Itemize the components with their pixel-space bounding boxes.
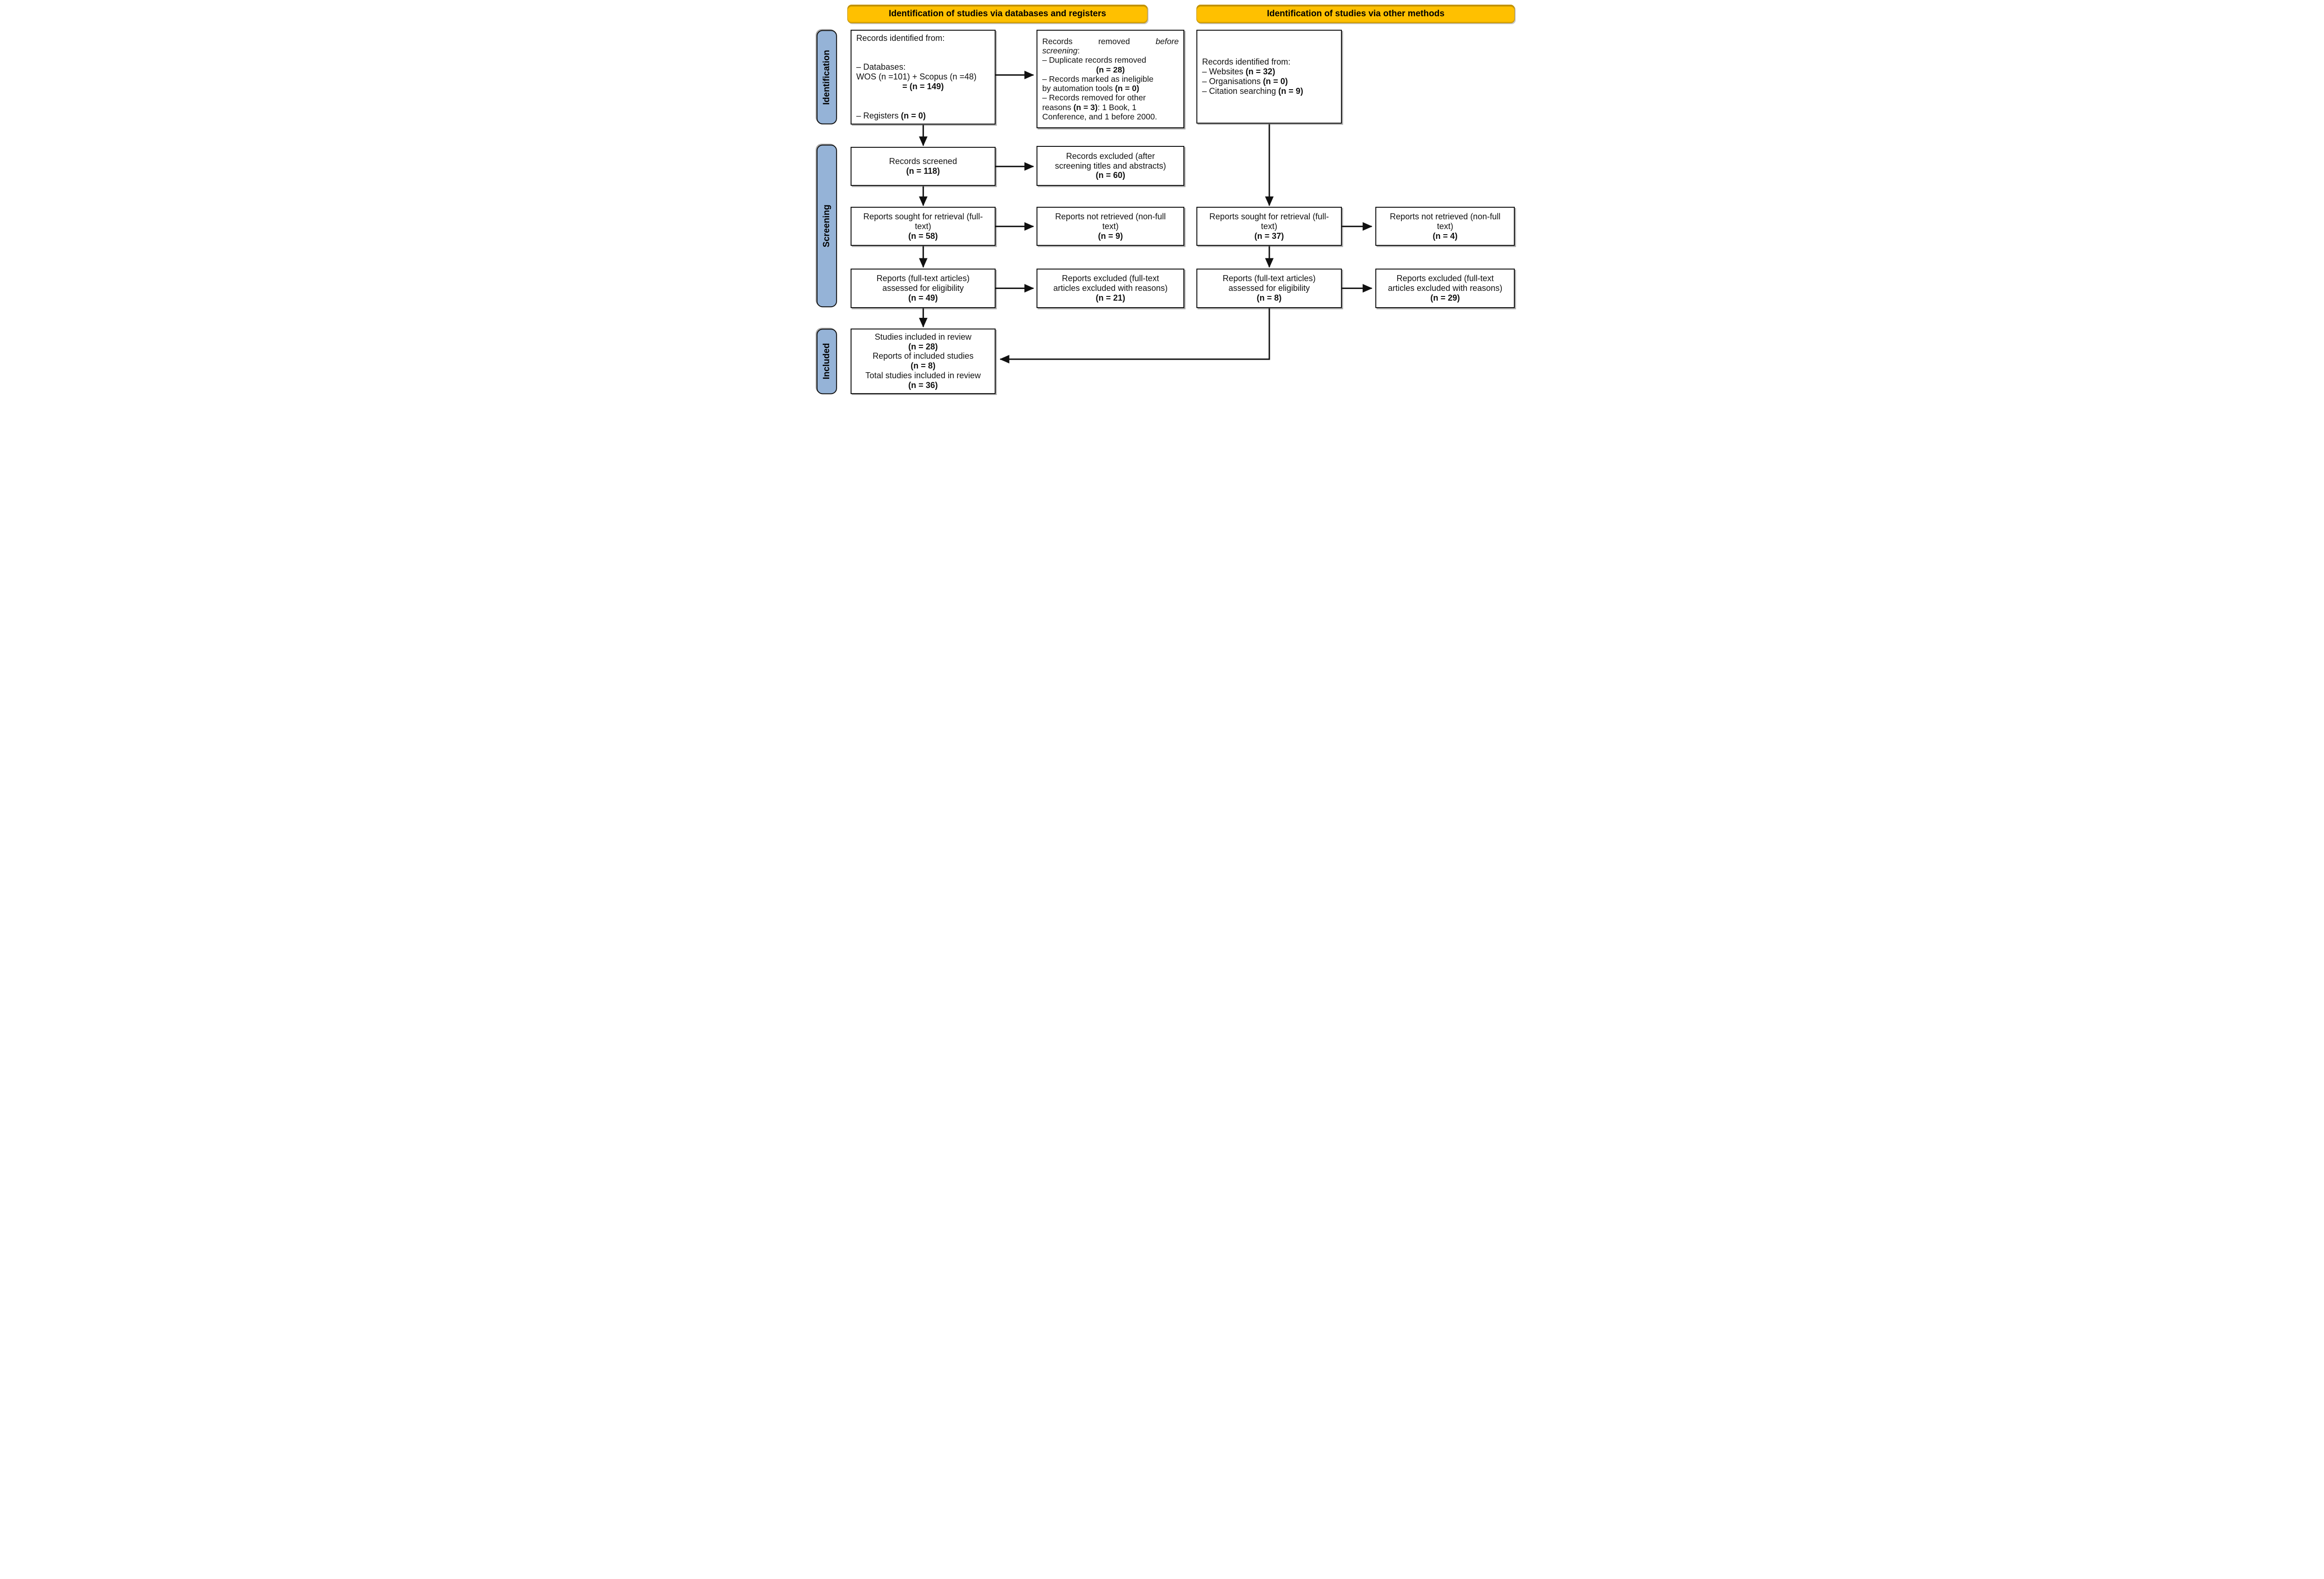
text-line: text) [1102, 221, 1119, 231]
text-line: (n = 60) [1096, 171, 1125, 180]
text-line: – Websites (n = 32) [1202, 67, 1275, 77]
text-line: text) [915, 221, 931, 231]
text-line: Reports not retrieved (non-full [1390, 211, 1501, 221]
text-line: (n = 58) [908, 231, 938, 241]
text-line: assessed for eligibility [1228, 283, 1310, 293]
text-line: Reports excluded (full-text [1062, 274, 1159, 283]
box-records-identified-other-methods: Records identified from:– Websites (n = … [1196, 29, 1342, 124]
text-line: (n = 28) [1096, 65, 1125, 74]
text-line: (n = 21) [1096, 293, 1125, 303]
banner-databases-registers: Identification of studies via databases … [847, 5, 1148, 24]
text-line: Records screened [889, 157, 957, 166]
box-reports-sought-right: Reports sought for retrieval (full-text)… [1196, 207, 1342, 246]
box-reports-assessed-left: Reports (full-text articles)assessed for… [851, 268, 996, 308]
text-line: (n = 4) [1433, 231, 1458, 241]
text-line: (n = 29) [1430, 293, 1460, 303]
text-line: – Databases: [856, 62, 906, 72]
text-line: articles excluded with reasons) [1053, 283, 1168, 293]
text-line: Total studies included in review [865, 371, 981, 381]
text-line: Reports sought for retrieval (full- [863, 211, 983, 221]
text-line: – Registers (n = 0) [856, 111, 926, 120]
text-line: text) [1261, 221, 1277, 231]
text-line: Reports (full-text articles) [1222, 274, 1316, 283]
text-line: assessed for eligibility [882, 283, 964, 293]
text-line: – Duplicate records removed [1042, 55, 1147, 65]
text-line: (n = 49) [908, 293, 938, 303]
text-line: WOS (n =101) + Scopus (n =48) [856, 72, 977, 82]
banner-other-methods: Identification of studies via other meth… [1196, 5, 1515, 24]
text-line: Reports not retrieved (non-full [1055, 211, 1166, 221]
text-line: Reports of included studies [872, 351, 974, 361]
text-line: = (n = 149) [902, 82, 944, 92]
box-records-screened: Records screened(n = 118) [851, 147, 996, 186]
text-line: (n = 28) [908, 342, 938, 351]
text-line [856, 53, 990, 62]
text-line: (n = 8) [1256, 293, 1282, 303]
text-line: (n = 36) [908, 381, 938, 390]
stage-label-included: Included [816, 328, 837, 395]
arrow-assessed-right-to-included [999, 308, 1270, 364]
text-line [856, 43, 990, 53]
text-line: Records excluded (after [1066, 151, 1155, 161]
box-reports-sought-left: Reports sought for retrieval (full-text)… [851, 207, 996, 246]
text-line: Studies included in review [874, 332, 971, 342]
prisma-flow-diagram: Identification of studies via databases … [807, 0, 1517, 395]
text-line: reasons (n = 3): 1 Book, 1 [1042, 102, 1137, 112]
stage-label-screening: Screening [816, 145, 837, 308]
text-line [856, 101, 990, 111]
stage-label-identification: Identification [816, 30, 837, 125]
text-line: Reports (full-text articles) [876, 274, 970, 283]
text-line: Records identified from: [856, 33, 945, 43]
text-line: Reports sought for retrieval (full- [1209, 211, 1329, 221]
text-line: Conference, and 1 before 2000. [1042, 112, 1157, 122]
text-line: text) [1437, 221, 1453, 231]
box-reports-assessed-right: Reports (full-text articles)assessed for… [1196, 268, 1342, 308]
text-line: articles excluded with reasons) [1388, 283, 1503, 293]
text-line: (n = 9) [1098, 231, 1123, 241]
text-line: (n = 118) [906, 166, 940, 176]
text-line: by automation tools (n = 0) [1042, 84, 1139, 93]
text-line [856, 92, 990, 101]
text-line: screening titles and abstracts) [1055, 161, 1166, 171]
text-line: – Records removed for other [1042, 93, 1146, 103]
box-records-identified-databases: Records identified from: – Databases:WOS… [851, 29, 996, 125]
text-line: (n = 37) [1254, 231, 1284, 241]
box-studies-included: Studies included in review(n = 28)Report… [851, 328, 996, 395]
text-line: screening: [1042, 46, 1080, 55]
text-line: – Organisations (n = 0) [1202, 77, 1288, 86]
text-line: Records identified from: [1202, 57, 1291, 67]
text-line: Reports excluded (full-text [1396, 274, 1494, 283]
text-line: – Citation searching (n = 9) [1202, 86, 1303, 96]
text-line: (n = 8) [911, 361, 936, 371]
text-line: – Records marked as ineligible [1042, 74, 1154, 84]
